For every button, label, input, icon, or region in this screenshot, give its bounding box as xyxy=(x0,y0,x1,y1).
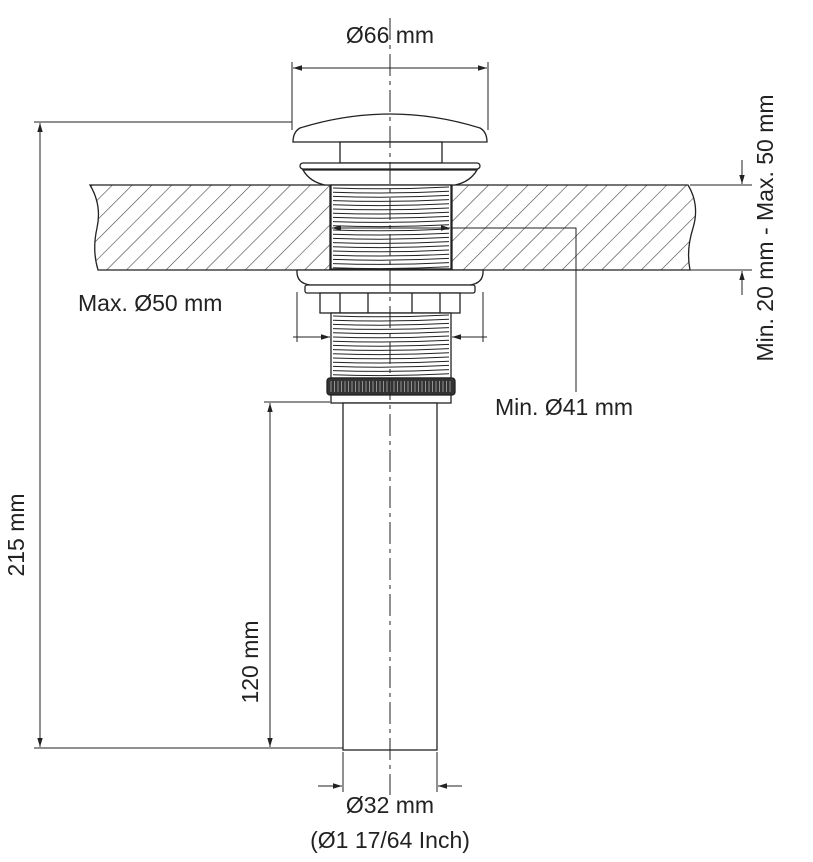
countertop xyxy=(88,184,331,271)
label-counter-thickness: Min. 20 mm - Max. 50 mm xyxy=(752,94,778,361)
label-total-height: 215 mm xyxy=(3,493,29,576)
thread-line xyxy=(332,318,450,322)
thread-line xyxy=(332,232,450,236)
thread-line xyxy=(332,190,450,194)
thread-line xyxy=(332,236,450,240)
thread-line xyxy=(332,360,450,364)
thread-line xyxy=(332,249,450,253)
thread-line xyxy=(332,266,450,270)
thread-line xyxy=(332,348,450,351)
thread-line xyxy=(332,331,450,335)
thread-line xyxy=(332,373,450,377)
label-top-diameter: Ø66 mm xyxy=(346,22,434,48)
thread-line xyxy=(332,327,450,330)
thread-line xyxy=(332,262,450,265)
thread-line xyxy=(332,314,450,318)
label-min-hole: Min. Ø41 mm xyxy=(495,394,633,420)
thread-line xyxy=(332,343,450,347)
thread-line xyxy=(332,194,450,198)
thread-line xyxy=(332,352,450,356)
thread-line xyxy=(332,339,450,343)
thread-line xyxy=(332,335,450,339)
thread-line xyxy=(332,215,450,219)
label-pipe-diameter: Ø32 mm xyxy=(346,792,434,818)
thread-line xyxy=(332,199,450,202)
label-pipe-diameter-inch: (Ø1 17/64 Inch) xyxy=(310,827,470,853)
label-pipe-length: 120 mm xyxy=(237,620,263,703)
thread-line xyxy=(332,356,450,360)
label-max-hole: Max. Ø50 mm xyxy=(78,290,222,316)
thread-line xyxy=(332,369,450,372)
thread-line xyxy=(332,220,450,223)
thread-line xyxy=(332,207,450,211)
thread-line xyxy=(332,253,450,257)
thread-line xyxy=(332,322,450,326)
thread-line xyxy=(332,241,450,244)
thread-line xyxy=(332,186,450,190)
thread-line xyxy=(332,364,450,368)
thread-line xyxy=(332,245,450,249)
thread-line xyxy=(332,203,450,207)
thread-line xyxy=(332,257,450,261)
thread-line xyxy=(332,211,450,215)
